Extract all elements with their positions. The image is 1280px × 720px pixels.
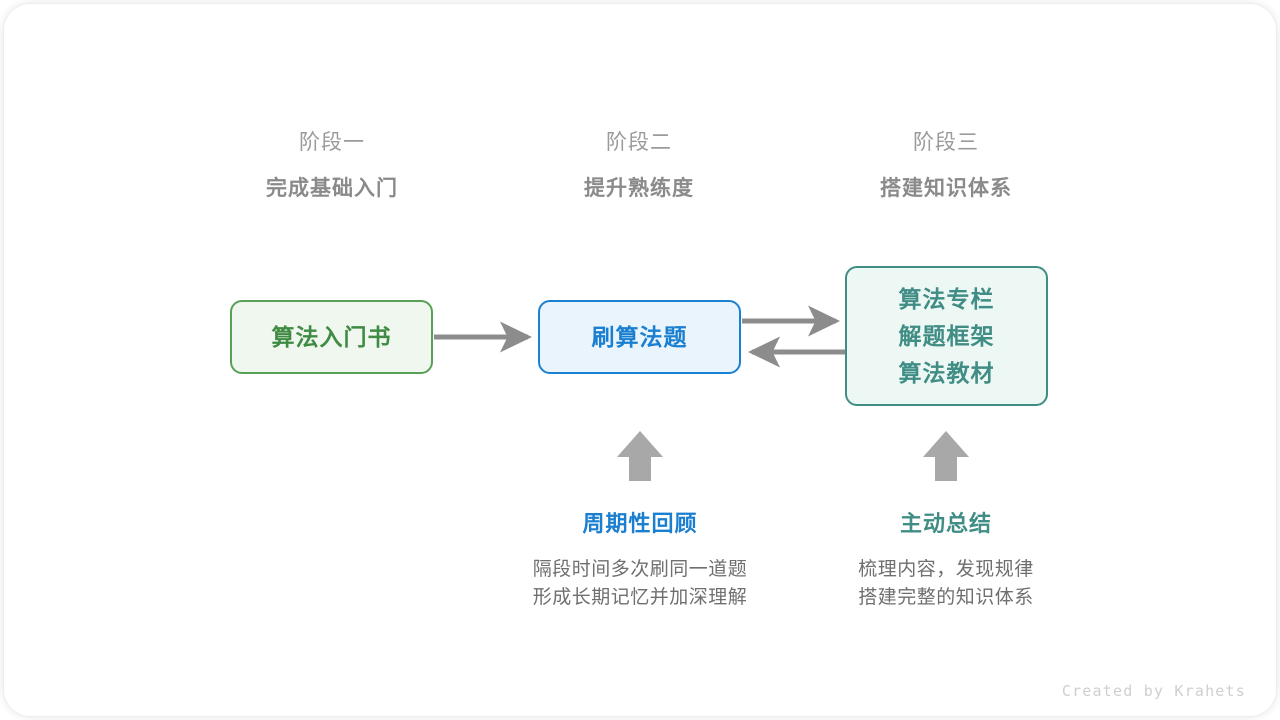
- node-resources-line-3: 算法教材: [898, 359, 995, 386]
- stage-header-1: 阶段一 完成基础入门: [202, 128, 462, 204]
- note-summary-body-line-1: 梳理内容，发现规律: [858, 559, 1034, 580]
- note-review-body-line-1: 隔段时间多次刷同一道题: [532, 559, 748, 580]
- note-review-body-line-2: 形成长期记忆并加深理解: [532, 587, 748, 608]
- node-practice-problems[interactable]: 刷算法题: [538, 300, 741, 374]
- node-learning-resources[interactable]: 算法专栏 解题框架 算法教材: [845, 266, 1048, 406]
- stage-header-3: 阶段三 搭建知识体系: [816, 128, 1076, 204]
- note-summary-body-line-2: 搭建完整的知识体系: [858, 587, 1034, 608]
- note-review-title: 周期性回顾: [582, 511, 698, 536]
- node-resources-line-1: 算法专栏: [898, 285, 995, 312]
- stage-1-label: 阶段一: [299, 131, 365, 154]
- stage-3-label: 阶段三: [913, 131, 979, 154]
- node-practice-line-1: 刷算法题: [591, 323, 688, 350]
- stage-2-label: 阶段二: [606, 131, 672, 154]
- node-resources-line-2: 解题框架: [898, 322, 995, 349]
- note-periodic-review: 周期性回顾 隔段时间多次刷同一道题 形成长期记忆并加深理解: [490, 509, 790, 612]
- node-algorithm-intro-book[interactable]: 算法入门书: [230, 300, 433, 374]
- stage-3-subtitle: 搭建知识体系: [880, 177, 1012, 200]
- node-book-line-1: 算法入门书: [271, 323, 392, 350]
- credit-text: Created by Krahets: [1061, 682, 1246, 700]
- note-summary-title: 主动总结: [899, 511, 992, 536]
- stage-1-subtitle: 完成基础入门: [266, 177, 398, 200]
- note-active-summary: 主动总结 梳理内容，发现规律 搭建完整的知识体系: [796, 509, 1096, 612]
- stage-2-subtitle: 提升熟练度: [584, 177, 694, 200]
- stage-header-2: 阶段二 提升熟练度: [509, 128, 769, 204]
